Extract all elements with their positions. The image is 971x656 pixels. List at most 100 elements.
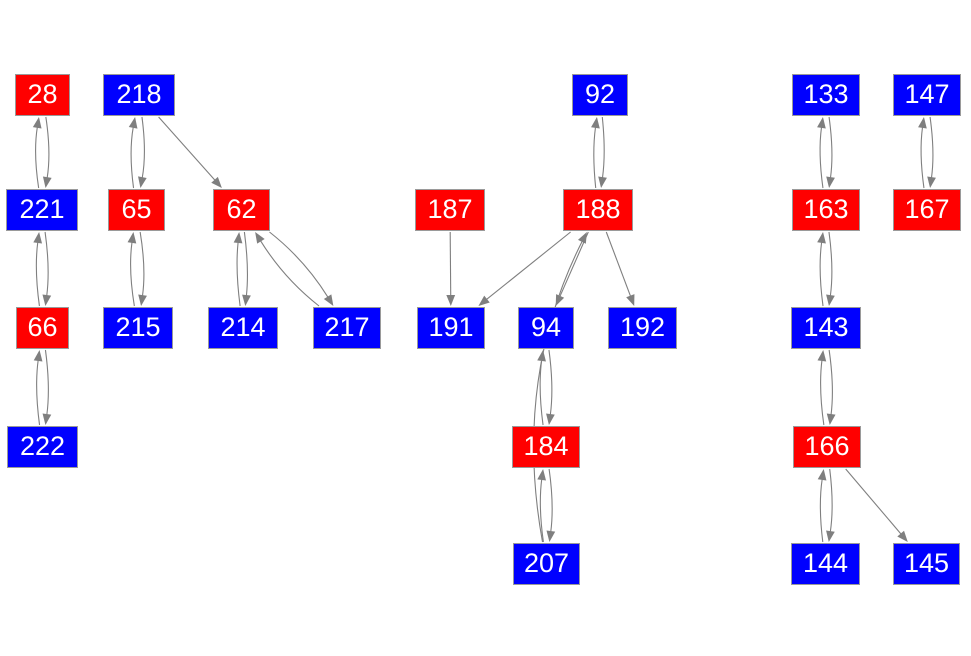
graph-edge-arrowhead xyxy=(577,232,587,244)
graph-node-92[interactable]: 92 xyxy=(572,74,628,116)
graph-edge xyxy=(449,231,452,296)
graph-node-221[interactable]: 221 xyxy=(6,189,78,231)
graph-edge-arrowhead xyxy=(826,530,835,542)
graph-edge xyxy=(539,360,544,426)
graph-edge-arrowhead xyxy=(33,232,43,244)
graph-edge xyxy=(929,116,934,178)
graph-edge-arrowhead xyxy=(555,294,565,306)
graph-node-label: 221 xyxy=(19,193,65,224)
graph-edge-arrowhead xyxy=(817,469,827,481)
graph-edge xyxy=(36,360,41,426)
graph-node-184[interactable]: 184 xyxy=(512,426,580,468)
graph-edge xyxy=(819,127,824,189)
graph-node-192[interactable]: 192 xyxy=(608,307,677,349)
graph-edge xyxy=(158,116,216,181)
graph-edge xyxy=(593,127,597,189)
graph-node-label: 94 xyxy=(530,311,562,342)
graph-node-147[interactable]: 147 xyxy=(893,74,961,116)
graph-edge-arrowhead xyxy=(255,232,265,244)
graph-node-label: 184 xyxy=(523,430,569,461)
graph-edge xyxy=(820,360,825,426)
graph-edge-arrowhead xyxy=(233,232,243,244)
graph-node-94[interactable]: 94 xyxy=(518,307,574,349)
graph-node-187[interactable]: 187 xyxy=(415,189,485,231)
graph-edge-arrowhead xyxy=(826,176,835,188)
graph-node-label: 167 xyxy=(904,193,950,224)
graph-node-218[interactable]: 218 xyxy=(103,74,175,116)
graph-edge-arrowhead xyxy=(211,176,222,188)
graph-edge-arrowhead xyxy=(537,350,546,362)
graph-node-145[interactable]: 145 xyxy=(893,543,960,585)
graph-edge xyxy=(236,242,241,307)
graph-edge xyxy=(35,242,40,307)
graph-node-28[interactable]: 28 xyxy=(15,74,70,116)
graph-edge xyxy=(548,349,553,415)
graph-edge-arrowhead xyxy=(32,117,42,129)
graph-node-label: 145 xyxy=(903,547,950,578)
graph-node-label: 215 xyxy=(115,311,161,342)
graph-node-215[interactable]: 215 xyxy=(103,307,173,349)
graph-node-144[interactable]: 144 xyxy=(791,543,860,585)
graph-node-label: 28 xyxy=(27,78,58,109)
graph-node-167[interactable]: 167 xyxy=(893,189,961,231)
graph-node-143[interactable]: 143 xyxy=(791,307,861,349)
graph-node-label: 166 xyxy=(804,430,850,461)
graph-edge xyxy=(845,468,902,535)
graph-edge xyxy=(35,126,40,189)
graph-edge xyxy=(548,468,553,532)
graph-node-label: 188 xyxy=(575,193,621,224)
graph-edge-arrowhead xyxy=(323,294,334,306)
graph-node-label: 222 xyxy=(19,430,66,461)
graph-node-217[interactable]: 217 xyxy=(313,307,381,349)
graph-node-66[interactable]: 66 xyxy=(16,307,69,349)
graph-edge xyxy=(44,231,49,296)
graph-node-label: 217 xyxy=(324,311,370,342)
graph-edge-arrowhead xyxy=(927,176,936,188)
graph-edge-arrowhead xyxy=(918,117,927,129)
graph-edge xyxy=(243,231,248,296)
graph-node-133[interactable]: 133 xyxy=(792,74,860,116)
graph-edge-arrowhead xyxy=(817,117,826,129)
graph-edge xyxy=(130,126,135,189)
graph-edge xyxy=(130,242,135,307)
graph-edge-arrowhead xyxy=(242,294,251,306)
graph-edge xyxy=(486,231,571,301)
graph-edge xyxy=(139,231,145,296)
graph-edge xyxy=(260,240,320,307)
graph-node-label: 65 xyxy=(121,193,152,224)
graph-edge-arrowhead xyxy=(591,117,600,129)
graph-edge xyxy=(45,116,50,179)
graph-node-191[interactable]: 191 xyxy=(417,307,485,349)
graph-edge-arrowhead xyxy=(826,294,835,306)
graph-edge-arrowhead xyxy=(537,469,547,481)
graph-edge xyxy=(828,349,833,415)
graph-edge-arrowhead xyxy=(598,176,607,188)
graph-edge-arrowhead xyxy=(33,350,43,362)
graph-node-label: 192 xyxy=(619,311,666,342)
graph-node-label: 147 xyxy=(904,78,950,109)
graph-edge xyxy=(559,231,589,297)
graph-edge-arrowhead xyxy=(546,530,556,542)
graph-node-65[interactable]: 65 xyxy=(108,189,165,231)
graph-node-label: 92 xyxy=(584,78,616,109)
graph-node-label: 218 xyxy=(116,78,162,109)
graph-node-188[interactable]: 188 xyxy=(563,189,633,231)
graph-node-222[interactable]: 222 xyxy=(7,426,78,468)
graph-edge-arrowhead xyxy=(826,413,836,425)
graph-node-62[interactable]: 62 xyxy=(213,189,270,231)
graph-node-label: 66 xyxy=(27,311,58,342)
graph-edge-arrowhead xyxy=(817,232,826,244)
graph-edge xyxy=(269,231,329,298)
graph-edge-arrowhead xyxy=(138,176,147,188)
graph-node-166[interactable]: 166 xyxy=(793,426,861,468)
graph-edge-arrowhead xyxy=(42,176,52,188)
graph-node-207[interactable]: 207 xyxy=(513,543,580,585)
graph-edge-arrowhead xyxy=(42,294,52,306)
graph-node-163[interactable]: 163 xyxy=(792,189,860,231)
graph-edge xyxy=(533,240,583,543)
graph-edge xyxy=(601,116,605,178)
graph-edge xyxy=(539,479,544,543)
graph-edge-arrowhead xyxy=(42,413,52,425)
graph-node-214[interactable]: 214 xyxy=(208,307,278,349)
